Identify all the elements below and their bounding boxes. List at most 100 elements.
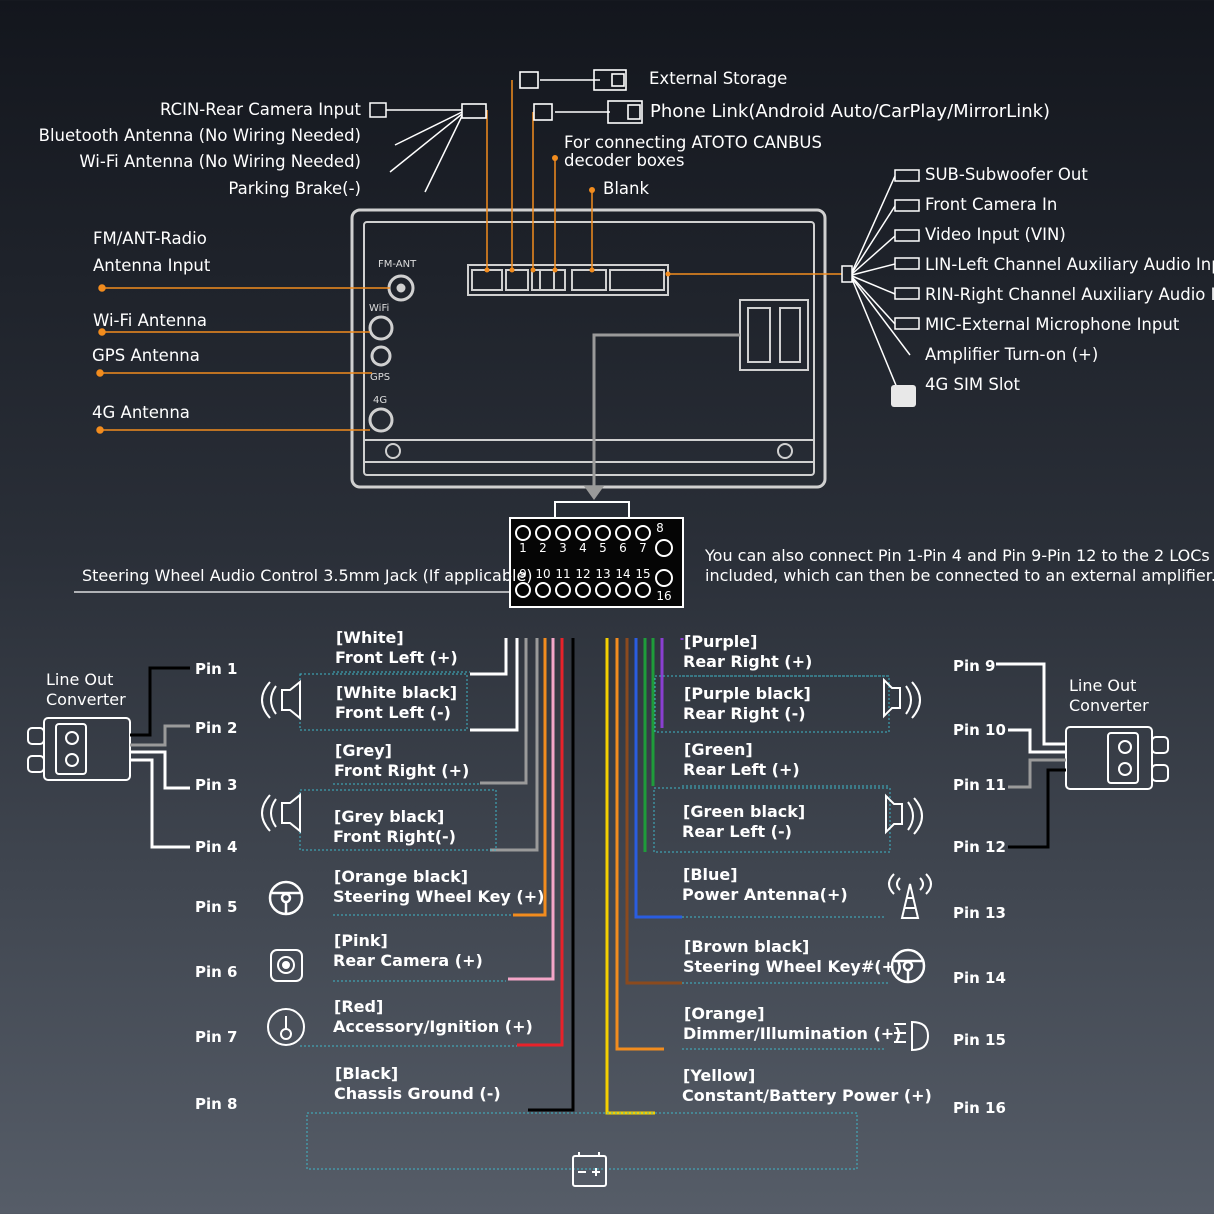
rcin-label: RCIN-Rear Camera Input bbox=[159, 100, 361, 119]
wire-color-label: [Grey] bbox=[335, 741, 392, 760]
wire-color-label: [Orange black] bbox=[334, 867, 469, 886]
headlight-icon bbox=[894, 1020, 930, 1052]
pin-number-label: Pin 9 bbox=[953, 657, 996, 675]
connector-pin-hole bbox=[515, 582, 531, 598]
wire-color-label: [Purple] bbox=[684, 632, 758, 651]
connector-pin-number: 1 bbox=[519, 541, 527, 555]
wire-left-pin-1 bbox=[470, 638, 508, 676]
connector-pin-number: 9 bbox=[519, 567, 527, 581]
connector-pin-number: 10 bbox=[535, 567, 550, 581]
speaker-icon bbox=[261, 792, 301, 834]
camera-icon bbox=[270, 949, 303, 982]
wire-function-label: Front Right(-) bbox=[333, 827, 456, 846]
sim-slot-icon bbox=[891, 385, 916, 407]
connector-pin-number: 12 bbox=[575, 567, 590, 581]
gps-antenna-label: GPS Antenna bbox=[92, 346, 200, 365]
connector-pin-hole bbox=[655, 539, 673, 557]
wire-right-pin-14 bbox=[625, 638, 682, 985]
phone-link-label: Phone Link(Android Auto/CarPlay/MirrorLi… bbox=[650, 101, 1051, 122]
connector-pin-number: 11 bbox=[555, 567, 570, 581]
right-port-label: RIN-Right Channel Auxiliary Audio Input bbox=[925, 285, 1214, 304]
wire-harness bbox=[470, 638, 684, 1115]
wire-color-label: [Red] bbox=[334, 997, 384, 1016]
wire-function-label: Steering Wheel Key (+) bbox=[333, 887, 545, 906]
pin-number-label: Pin 5 bbox=[195, 898, 238, 916]
wire-color-label: [Pink] bbox=[334, 931, 388, 950]
pin-number-label: Pin 2 bbox=[195, 719, 238, 737]
antenna-sockets bbox=[368, 274, 415, 433]
fm-ant-socket-label: FM-ANT bbox=[378, 259, 417, 270]
wire-left-pin-3 bbox=[480, 638, 528, 785]
steering-jack-label: Steering Wheel Audio Control 3.5mm Jack … bbox=[82, 566, 533, 585]
wire-function-label: Front Left (+) bbox=[335, 648, 458, 667]
connector-pin-hole bbox=[555, 582, 571, 598]
wire-color-label: [Grey black] bbox=[334, 807, 445, 826]
pin-number-label: Pin 15 bbox=[953, 1031, 1006, 1049]
connector-pin-hole bbox=[555, 525, 571, 541]
wire-function-label: Accessory/Ignition (+) bbox=[333, 1017, 533, 1036]
connector-pin-number: 14 bbox=[615, 567, 630, 581]
pin-number-label: Pin 8 bbox=[195, 1095, 238, 1113]
rear-camera-cable bbox=[369, 102, 463, 193]
antenna-icon bbox=[888, 873, 932, 919]
pin-number-label: Pin 1 bbox=[195, 660, 238, 678]
connector-pin-number: 13 bbox=[595, 567, 610, 581]
connector-pin-hole bbox=[635, 525, 651, 541]
connector-pin-number: 7 bbox=[639, 541, 647, 555]
right-port-label: SUB-Subwoofer Out bbox=[925, 165, 1088, 184]
quadlock-socket bbox=[739, 299, 809, 371]
converter-left-line1: Line Out bbox=[46, 670, 114, 689]
pin-number-label: Pin 12 bbox=[953, 838, 1006, 856]
function-underlines bbox=[300, 671, 890, 1050]
ignition-key-icon bbox=[267, 1008, 305, 1046]
wire-color-label: [Yellow] bbox=[683, 1066, 756, 1085]
line-out-converter-right bbox=[996, 662, 1169, 849]
pin-number-label: Pin 3 bbox=[195, 776, 238, 794]
rca-plug-icons bbox=[894, 169, 920, 330]
connector-pin-hole bbox=[595, 582, 611, 598]
line-out-converter-left bbox=[27, 666, 190, 849]
pin-number-label: Pin 10 bbox=[953, 721, 1006, 739]
wire-color-label: [White] bbox=[336, 628, 404, 647]
pin-number-label: Pin 14 bbox=[953, 969, 1006, 987]
wire-right-pin-16 bbox=[605, 638, 655, 1115]
battery-icon bbox=[572, 1152, 607, 1187]
wire-function-label: Steering Wheel Key#(+) bbox=[683, 957, 903, 976]
steering-wheel-icon bbox=[890, 948, 926, 984]
wire-function-label: Power Antenna(+) bbox=[682, 885, 848, 904]
leader-dots bbox=[484, 155, 671, 277]
wire-function-label: Rear Right (+) bbox=[683, 652, 813, 671]
top-leaders bbox=[486, 79, 842, 275]
rear-port-strip bbox=[467, 264, 669, 296]
right-port-label: Front Camera In bbox=[925, 195, 1058, 214]
wifi-nowire-label: Wi-Fi Antenna (No Wiring Needed) bbox=[79, 152, 361, 171]
connector-pin-number: 3 bbox=[559, 541, 567, 555]
connector-pin-hole bbox=[595, 525, 611, 541]
wire-function-label: Rear Right (-) bbox=[683, 704, 806, 723]
loc-note-line2: included, which can then be connected to… bbox=[705, 566, 1214, 585]
wire-color-label: [Orange] bbox=[684, 1004, 765, 1023]
usb-plug-icons bbox=[461, 69, 643, 124]
connector-arrow bbox=[584, 333, 740, 500]
wire-left-pin-7 bbox=[517, 638, 564, 1047]
pin-number-label: Pin 6 bbox=[195, 963, 238, 981]
wire-left-pin-8 bbox=[528, 638, 575, 1112]
antenna-leaders bbox=[96, 284, 390, 434]
external-storage-label: External Storage bbox=[649, 69, 788, 88]
wire-function-label: Constant/Battery Power (+) bbox=[682, 1086, 932, 1105]
canbus-label-1: For connecting ATOTO CANBUS bbox=[564, 133, 822, 152]
right-port-label: 4G SIM Slot bbox=[925, 375, 1020, 394]
wire-left-pin-2 bbox=[470, 638, 519, 732]
wire-color-label: [Green black] bbox=[683, 802, 806, 821]
4g-antenna-label: 4G Antenna bbox=[92, 403, 190, 422]
right-fanout-cable bbox=[841, 175, 911, 396]
connector-pin-hole bbox=[655, 569, 673, 587]
pin-number-label: Pin 7 bbox=[195, 1028, 238, 1046]
connector-pin-hole bbox=[535, 525, 551, 541]
connector-pin-hole bbox=[615, 525, 631, 541]
wire-function-label: Front Left (-) bbox=[335, 703, 451, 722]
wire-color-label: [Blue] bbox=[683, 865, 738, 884]
speaker-icon bbox=[885, 793, 923, 835]
pin-number-label: Pin 11 bbox=[953, 776, 1006, 794]
head-unit-rear bbox=[350, 208, 827, 489]
